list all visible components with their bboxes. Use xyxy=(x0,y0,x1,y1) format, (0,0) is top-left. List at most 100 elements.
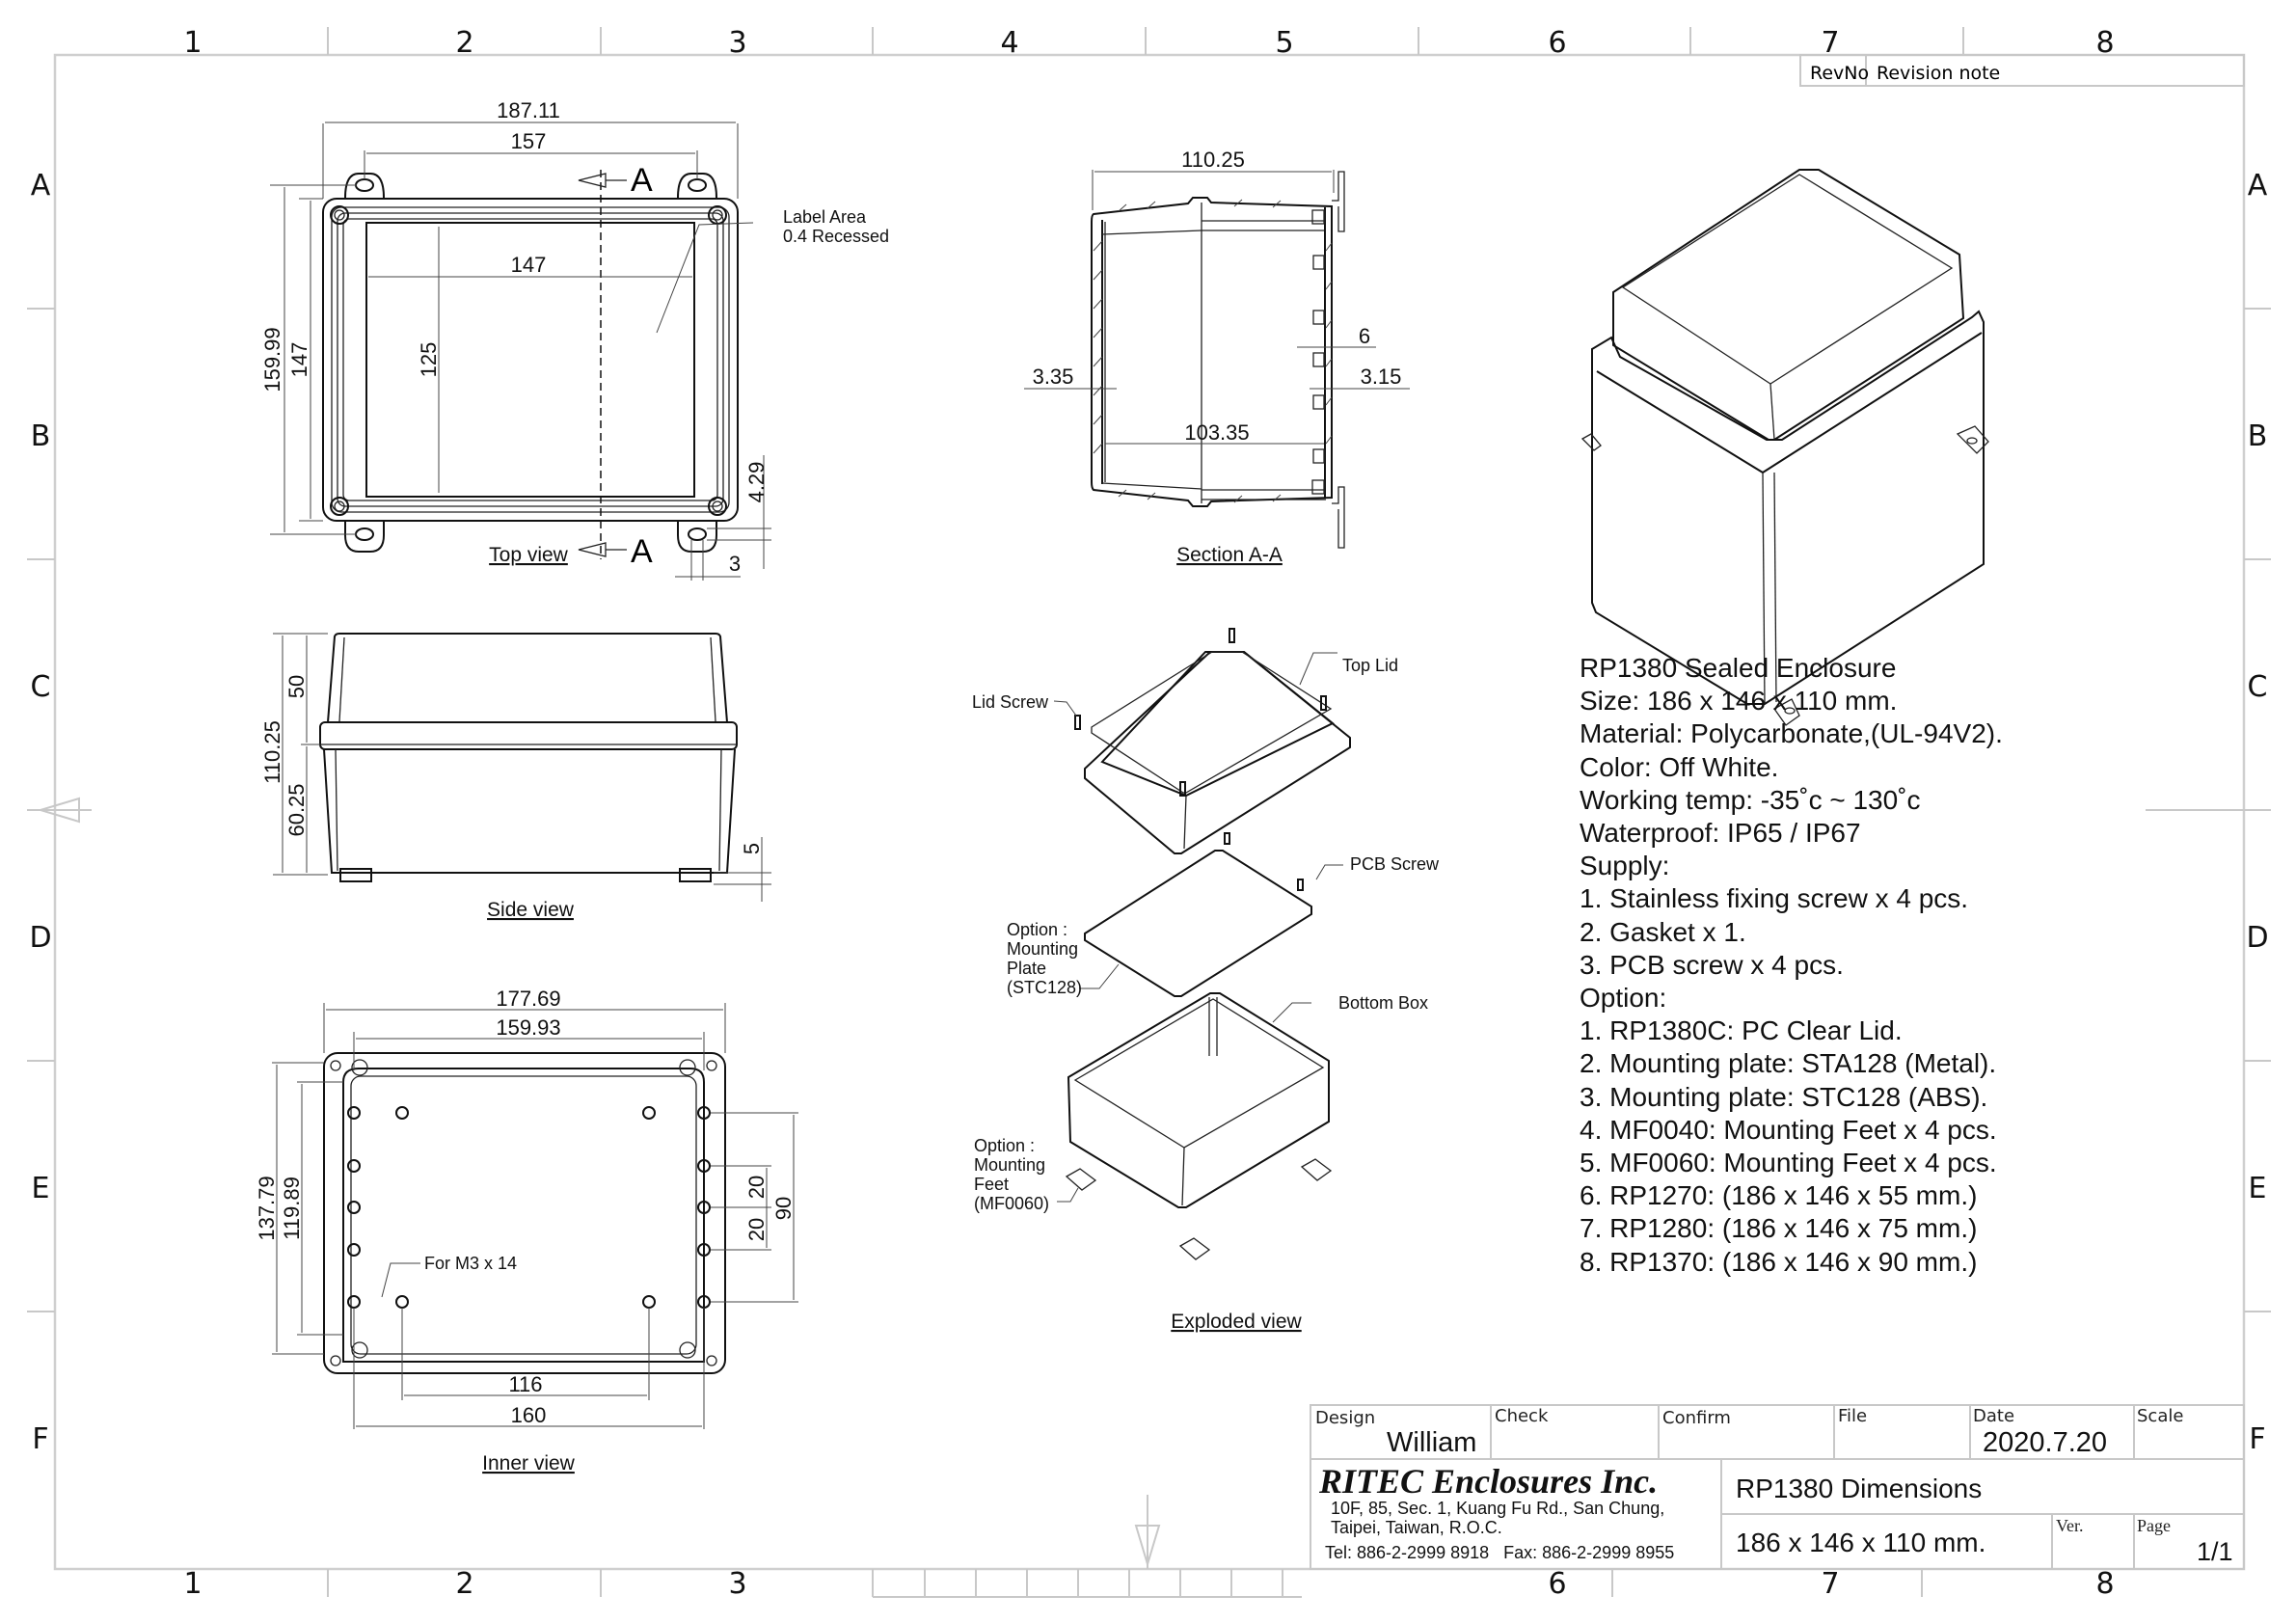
dim-boss-pitch-narrow: 116 xyxy=(508,1372,542,1396)
dim-lid-height: 50 xyxy=(284,675,309,698)
callout-feet-line4: (MF0060) xyxy=(974,1194,1049,1213)
dim-foot-height: 5 xyxy=(740,843,764,854)
callout-plate-line2: Mounting xyxy=(1007,939,1078,959)
exploded-view: Top Lid Lid Screw PCB Screw Option : Mou… xyxy=(972,628,1440,1333)
section-marker-top: A xyxy=(631,162,653,199)
dim-wall-left: 3.35 xyxy=(1033,365,1074,389)
dim-base-height: 60.25 xyxy=(284,783,309,836)
side-view-title: Side view xyxy=(487,899,575,921)
inner-view-title: Inner view xyxy=(482,1452,576,1474)
zone-row-a: A xyxy=(31,169,51,203)
rev-no-header: RevNo xyxy=(1810,63,1869,84)
dim-pitch-a: 20 xyxy=(744,1176,769,1199)
file-label: File xyxy=(1838,1406,1868,1426)
top-view-title: Top view xyxy=(489,544,569,566)
section-view: 110.25 103.35 3.35 3.15 6 Section A-A xyxy=(1024,148,1410,566)
spec-waterproof: Waterproof: IP65 / IP67 xyxy=(1580,818,1861,849)
spec-option-item: 8. RP1370: (186 x 146 x 90 mm.) xyxy=(1580,1246,1978,1277)
dim-overall-height: 159.99 xyxy=(260,327,284,392)
callout-feet-line2: Mounting xyxy=(974,1155,1045,1175)
dim-inner-inner-height: 119.89 xyxy=(280,1177,304,1240)
confirm-label: Confirm xyxy=(1662,1408,1731,1428)
dim-side-height: 110.25 xyxy=(260,720,284,784)
spec-supply-heading: Supply: xyxy=(1580,851,1670,881)
spec-option-item: 5. MF0060: Mounting Feet x 4 pcs. xyxy=(1580,1148,1997,1178)
dim-pitch-total: 90 xyxy=(771,1197,796,1220)
company-address-1: 10F, 85, Sec. 1, Kuang Fu Rd., San Chung… xyxy=(1331,1499,1665,1518)
check-label: Check xyxy=(1495,1406,1549,1426)
ver-label: Ver. xyxy=(2056,1516,2084,1535)
dim-tab-pitch: 157 xyxy=(511,129,547,153)
drawing-title: RP1380 Dimensions xyxy=(1736,1474,1983,1503)
callout-feet-line3: Feet xyxy=(974,1175,1009,1194)
revision-table: RevNo Revision note xyxy=(1799,54,2245,87)
zone-col-2: 2 xyxy=(455,26,473,60)
dim-label-height: 125 xyxy=(417,342,441,378)
zone-col-1-bottom: 1 xyxy=(183,1567,202,1601)
section-marker-bottom: A xyxy=(631,533,653,570)
sheet-frame xyxy=(27,27,2271,1598)
label-area-recess-note: 0.4 Recessed xyxy=(783,227,889,246)
spec-option-item: 6. RP1270: (186 x 146 x 55 mm.) xyxy=(1580,1180,1978,1211)
dim-tab-offset: 4.29 xyxy=(744,462,769,503)
spec-supply-item: 1. Stainless fixing screw x 4 pcs. xyxy=(1580,883,1969,914)
scale-label: Scale xyxy=(2137,1406,2184,1426)
zone-col-2-bottom: 2 xyxy=(455,1567,473,1601)
zone-col-3-bottom: 3 xyxy=(728,1567,746,1601)
zone-row-f-right: F xyxy=(2249,1422,2265,1456)
column-labels-bottom: 1 2 3 6 7 8 xyxy=(183,1567,2114,1601)
design-label: Design xyxy=(1315,1408,1376,1428)
zone-col-6: 6 xyxy=(1548,26,1566,60)
zone-col-8: 8 xyxy=(2095,26,2114,60)
company-address-2: Taipei, Taiwan, R.O.C. xyxy=(1331,1518,1502,1537)
zone-row-b-right: B xyxy=(2248,419,2268,453)
callout-bottom-box: Bottom Box xyxy=(1338,993,1428,1013)
spec-color: Color: Off White. xyxy=(1580,751,1779,782)
screw-note: For M3 x 14 xyxy=(424,1254,517,1273)
zone-row-c-right: C xyxy=(2248,670,2268,704)
date-label: Date xyxy=(1973,1406,2015,1426)
spec-material: Material: Polycarbonate,(UL-94V2). xyxy=(1580,718,2003,749)
spec-list: RP1380 Sealed Enclosure Size: 186 x 146 … xyxy=(1580,652,2003,1279)
zone-col-5: 5 xyxy=(1275,26,1293,60)
section-view-title: Section A-A xyxy=(1176,544,1283,566)
zone-row-b: B xyxy=(31,419,51,453)
zone-col-7: 7 xyxy=(1821,26,1839,60)
dim-section-depth: 110.25 xyxy=(1181,148,1245,172)
title-block-grid xyxy=(1310,1404,2245,1570)
dim-inner-depth: 103.35 xyxy=(1184,420,1249,445)
dim-inner-inner-width: 159.93 xyxy=(496,1015,560,1040)
zone-col-8-bottom: 8 xyxy=(2095,1567,2114,1601)
zone-row-e: E xyxy=(32,1172,50,1205)
dim-boss-pitch-wide: 160 xyxy=(511,1403,547,1427)
drawing-size: 186 x 146 x 110 mm. xyxy=(1736,1528,1986,1557)
dim-label-width: 147 xyxy=(511,253,547,277)
company-contact: Tel: 886-2-2999 8918 Fax: 886-2-2999 895… xyxy=(1325,1543,1675,1562)
callout-plate-line3: Plate xyxy=(1007,959,1046,978)
callout-feet-line1: Option : xyxy=(974,1136,1035,1155)
spec-option-item: 1. RP1380C: PC Clear Lid. xyxy=(1580,1015,1903,1046)
spec-option-item: 3. Mounting plate: STC128 (ABS). xyxy=(1580,1081,1988,1112)
design-value: William xyxy=(1387,1427,1477,1458)
dim-body-height: 147 xyxy=(287,342,311,378)
date-value: 2020.7.20 xyxy=(1983,1427,2108,1458)
callout-lid-screw: Lid Screw xyxy=(972,692,1049,712)
dim-tab-hole: 3 xyxy=(729,552,741,576)
page-value: 1/1 xyxy=(2197,1537,2233,1566)
zone-row-d-right: D xyxy=(2246,921,2268,955)
dim-wall-right: 3.15 xyxy=(1361,365,1402,389)
dim-inner-outer-width: 177.69 xyxy=(496,987,560,1011)
zone-row-d: D xyxy=(29,921,51,955)
zone-col-6-bottom: 6 xyxy=(1548,1567,1566,1601)
zone-row-f: F xyxy=(32,1422,48,1456)
callout-plate-line1: Option : xyxy=(1007,920,1067,939)
zone-col-4: 4 xyxy=(1000,26,1018,60)
spec-supply-item: 3. PCB screw x 4 pcs. xyxy=(1580,949,1844,980)
dim-pitch-b: 20 xyxy=(744,1218,769,1241)
side-view: 110.25 50 60.25 5 Side view xyxy=(260,633,771,921)
spec-supply-item: 2. Gasket x 1. xyxy=(1580,916,1746,947)
zone-row-a-right: A xyxy=(2248,169,2268,203)
spec-working-temp: Working temp: -35˚c ~ 130˚c xyxy=(1580,784,1921,815)
isometric-view xyxy=(1580,169,1989,726)
